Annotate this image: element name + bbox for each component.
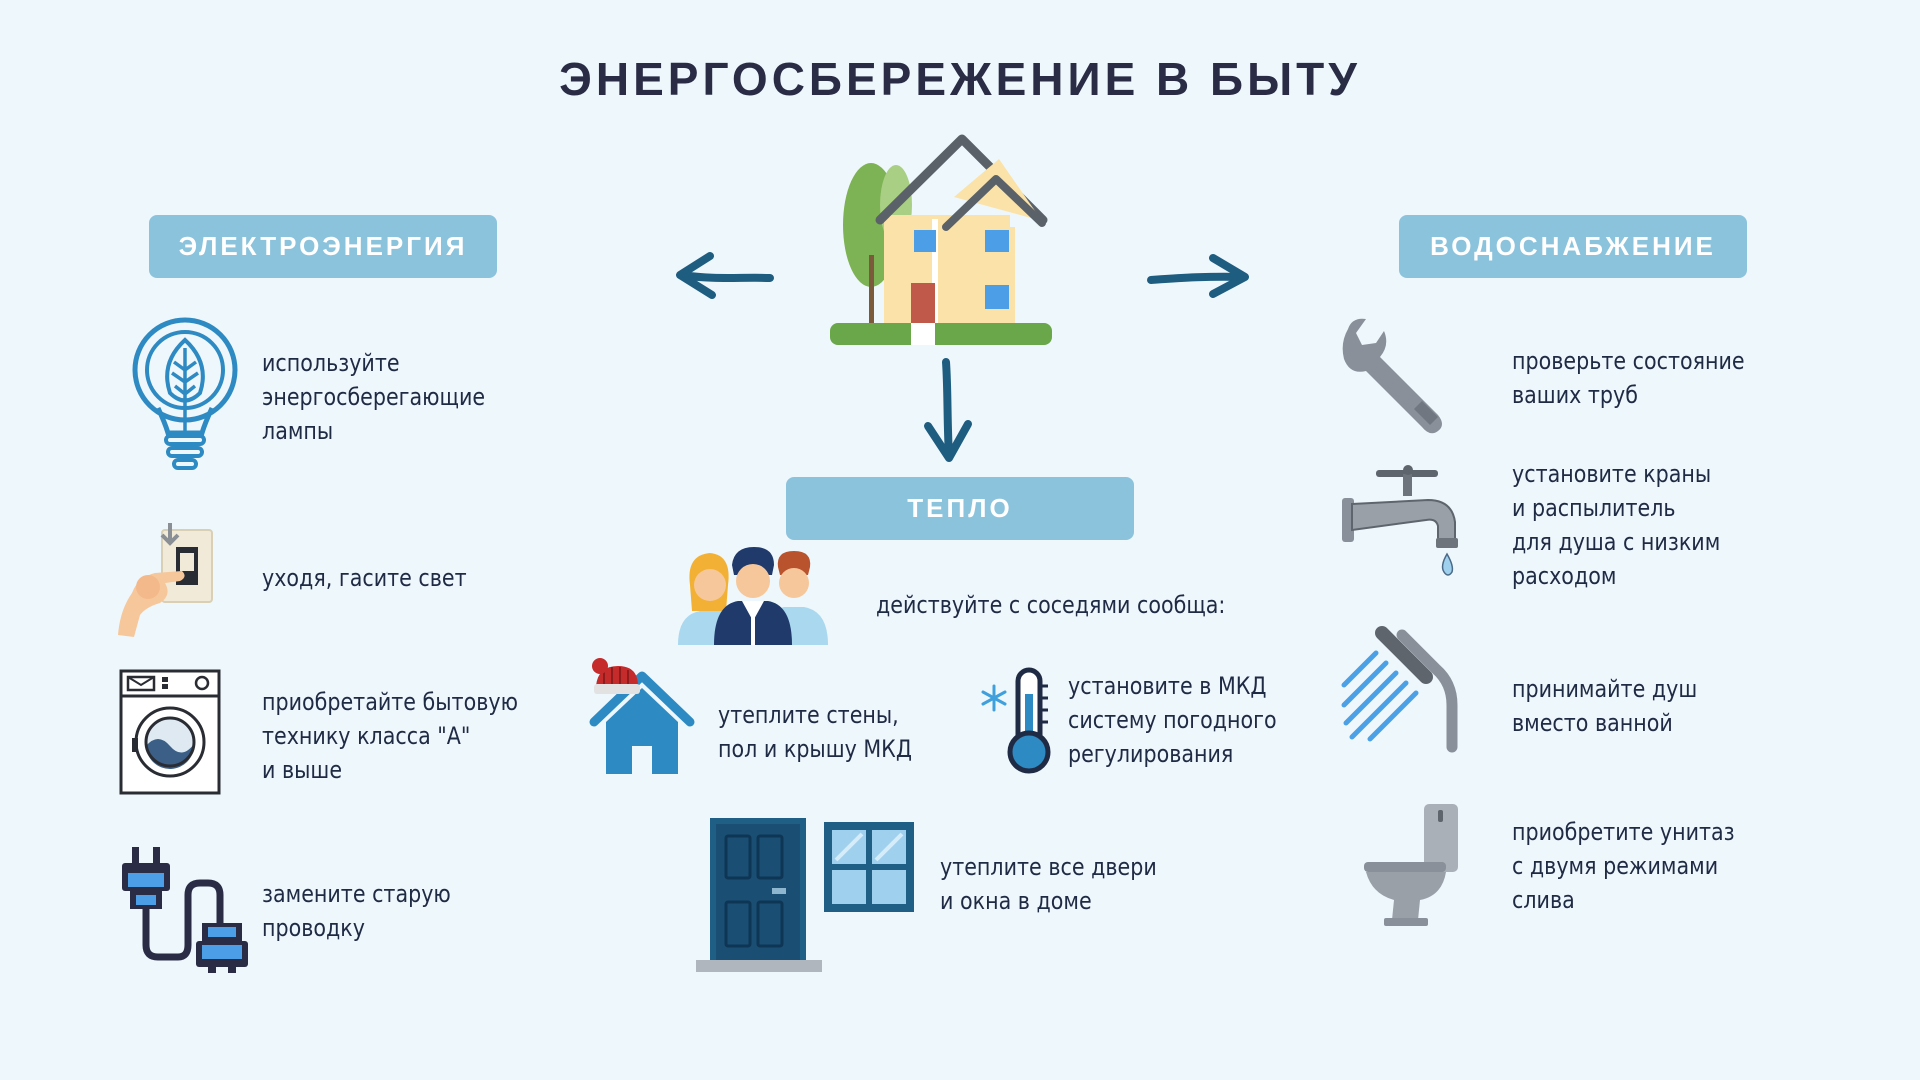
tip-line: слива [1512,886,1575,914]
insulated-house-icon [589,658,695,774]
leaf-bulb-icon [132,317,238,470]
washing-machine-icon [119,669,221,795]
thermometer-icon [981,667,1051,774]
tip-line: расходом [1512,562,1617,590]
tip-walls: утеплите стены, пол и крышу МКД [718,698,912,766]
tip-lamps: используйте энергосберегающие лампы [262,346,485,448]
shower-icon [1341,626,1458,753]
page-title: ЭНЕРГОСБЕРЕЖЕНИЕ В БЫТУ [559,53,1361,105]
tip-line: и распылитель [1512,494,1676,522]
tip-line: используйте [262,349,400,377]
category-electricity: ЭЛЕКТРОЭНЕРГИЯ [149,215,497,278]
tip-line: вместо ванной [1512,709,1673,737]
door-window-icon [696,818,914,972]
neighbors-icon [678,547,828,645]
tip-appliances: приобретайте бытовую технику класса "А" … [262,685,518,787]
tip-line: и окна в доме [940,887,1092,915]
category-heat: ТЕПЛО [786,477,1134,540]
tip-line: приобретайте бытовую [262,688,518,716]
light-switch-icon [118,523,213,637]
tip-line: утеплите все двери [940,853,1157,881]
tip-line: проверьте состояние [1512,347,1745,375]
tip-line: действуйте с соседями сообща: [876,591,1226,619]
tip-line: замените старую [262,880,451,908]
plug-cable-icon [122,847,248,973]
arrow-left-icon [676,252,774,299]
tip-doors: утеплите все двери и окна в доме [940,850,1157,918]
arrow-down-icon [924,358,972,462]
tip-line: ваших труб [1512,381,1638,409]
tip-regulation: установите в МКД систему погодного регул… [1068,669,1277,771]
tip-line: и выше [262,756,343,784]
toilet-icon [1364,804,1458,926]
tip-line: систему погодного [1068,706,1277,734]
house-icon [830,134,1052,345]
tip-line: регулирования [1068,740,1234,768]
tip-faucets: установите краны и распылитель для душа … [1512,457,1720,593]
arrow-right-icon [1147,254,1249,298]
tip-line: уходя, гасите свет [262,564,467,592]
tip-line: лампы [262,417,334,445]
tip-toilet: приобретите унитаз с двумя режимами слив… [1512,815,1735,917]
tip-line: установите в МКД [1068,672,1267,700]
tip-pipes: проверьте состояние ваших труб [1512,344,1745,412]
tip-line: пол и крышу МКД [718,735,912,763]
tip-line: проводку [262,914,365,942]
tip-neighbors: действуйте с соседями сообща: [876,588,1225,622]
faucet-icon [1342,465,1458,576]
tip-line: установите краны [1512,460,1712,488]
tip-switch: уходя, гасите свет [262,561,467,595]
tip-line: утеплите стены, [718,701,899,729]
tip-line: технику класса "А" [262,722,471,750]
tip-wiring: замените старую проводку [262,877,451,945]
category-water: ВОДОСНАБЖЕНИЕ [1399,215,1747,278]
wrench-icon [1342,318,1442,434]
tip-line: принимайте душ [1512,675,1698,703]
tip-shower: принимайте душ вместо ванной [1512,672,1697,740]
tip-line: приобретите унитаз [1512,818,1735,846]
tip-line: энергосберегающие [262,383,486,411]
tip-line: для душа с низким [1512,528,1721,556]
tip-line: с двумя режимами [1512,852,1719,880]
